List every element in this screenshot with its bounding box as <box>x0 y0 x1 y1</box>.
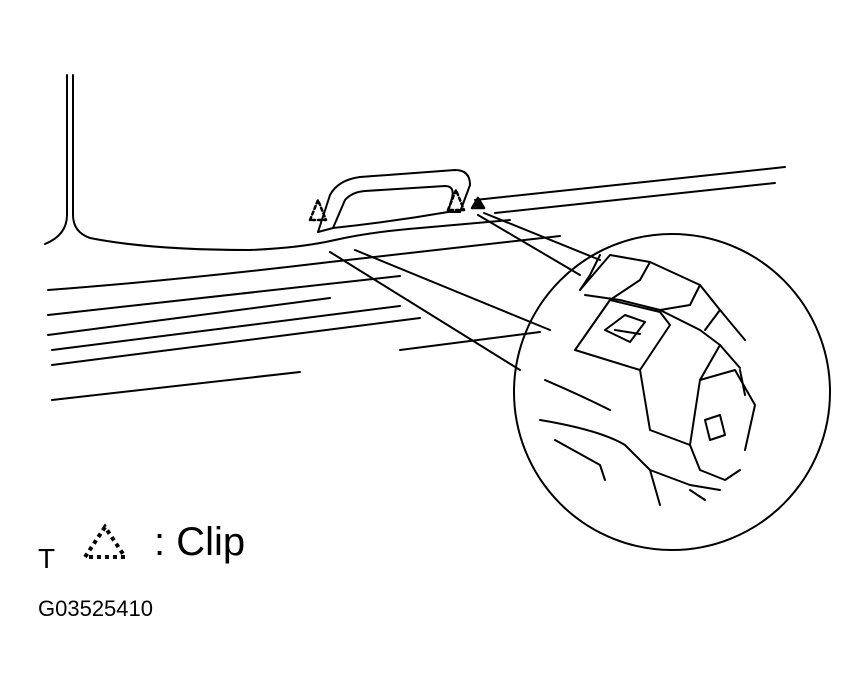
pillar-frame <box>44 74 336 251</box>
assist-grip-handle <box>317 169 471 233</box>
callout-leader-lines <box>329 212 601 371</box>
magnified-clip-detail <box>513 233 831 551</box>
clip-legend-label: : Clip <box>154 520 246 564</box>
dashed-triangle-icon <box>81 523 129 559</box>
clip-marker-left <box>308 198 328 222</box>
legend-prefix: T <box>38 543 56 574</box>
clip-marker-right-2 <box>470 196 486 210</box>
clip-marker-right <box>446 188 466 212</box>
figure-code: G03525410 <box>38 596 153 621</box>
roof-rail-lines <box>47 166 786 401</box>
